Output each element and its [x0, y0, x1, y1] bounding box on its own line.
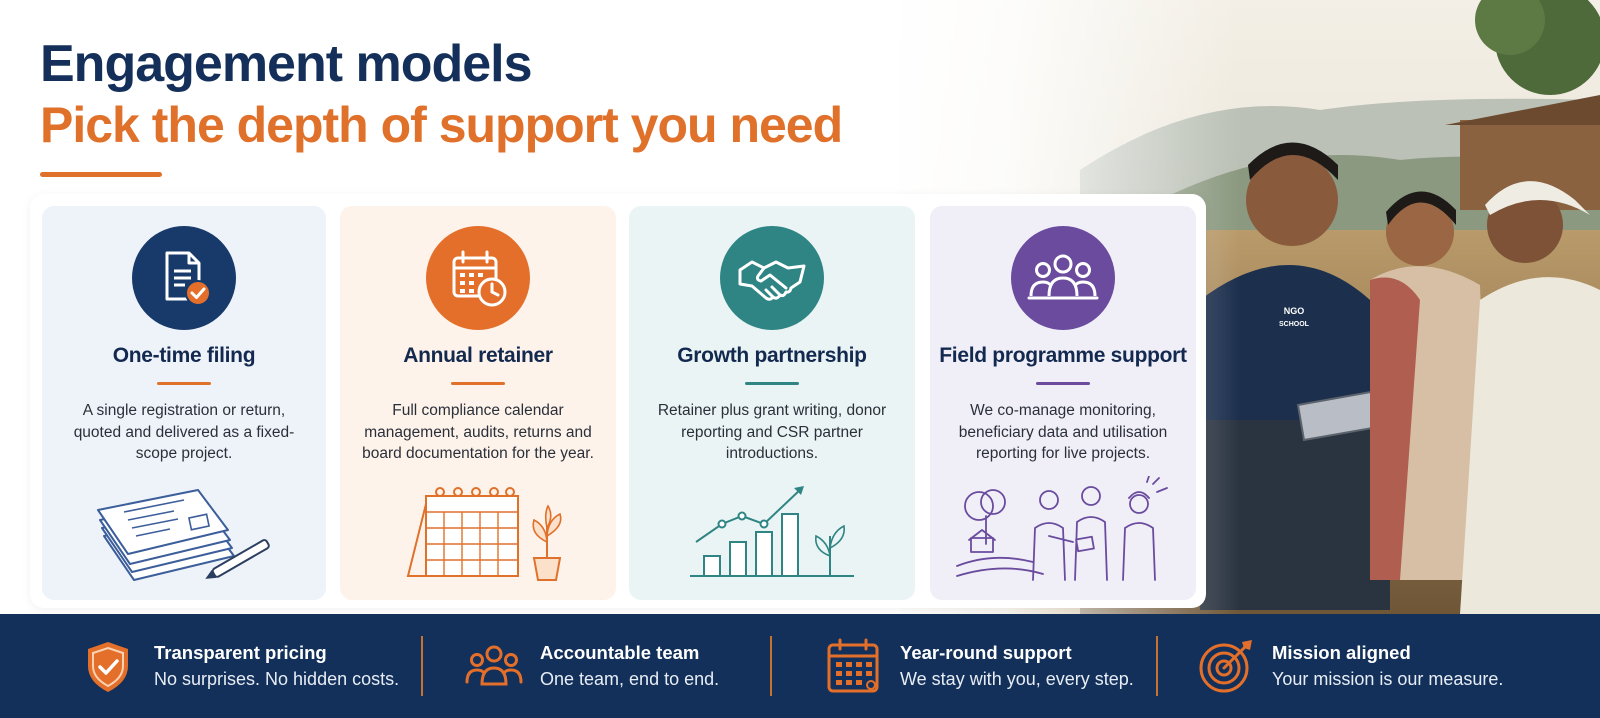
ngo-badge-line2: SCHOOL [1279, 321, 1310, 328]
card-description: A single registration or return, quoted … [73, 402, 295, 462]
feature-mission-aligned: Mission aligned Your mission is our meas… [1196, 614, 1503, 718]
card-one-time-filing[interactable]: One-time filing A single registration or… [42, 206, 326, 600]
card-title: Field programme support [939, 344, 1187, 367]
field-scene-illustration: NGO SCHOOL [900, 0, 1600, 614]
feature-transparent-pricing: Transparent pricing No surprises. No hid… [78, 614, 399, 718]
handshake-icon [720, 226, 824, 330]
document-check-icon [132, 226, 236, 330]
card-description: We co-manage monitoring, beneficiary dat… [958, 402, 1168, 462]
feature-title: Accountable team [540, 642, 700, 663]
card-description: Retainer plus grant writing, donor repor… [657, 402, 887, 462]
calendar-plant-illustration [406, 487, 562, 581]
card-field-programme-support[interactable]: Field programme support We co-manage mon… [930, 206, 1196, 600]
banner-divider [1156, 636, 1158, 696]
people-group-icon [1011, 226, 1115, 330]
card-description: Full compliance calendar management, aud… [362, 402, 594, 462]
field-team-illustration [956, 476, 1168, 581]
feature-text: One team, end to end. [540, 669, 720, 689]
feature-title: Year-round support [900, 642, 1072, 663]
card-divider [745, 382, 799, 385]
shield-check-icon [88, 642, 128, 692]
page-title: Engagement models [40, 35, 533, 93]
hero-photo: NGO SCHOOL [900, 0, 1600, 614]
feature-text: We stay with you, every step. [900, 669, 1134, 689]
feature-accountable-team: Accountable team One team, end to end. [464, 614, 719, 718]
ngo-badge [1276, 296, 1312, 318]
card-divider [1036, 382, 1090, 385]
title-underline [40, 172, 162, 177]
growth-chart-illustration [690, 486, 854, 577]
calendar-clock-icon [426, 226, 530, 330]
papers-pen-illustration [97, 489, 270, 581]
feature-text: No surprises. No hidden costs. [154, 669, 400, 689]
card-annual-retainer[interactable]: Annual retainer Full compliance calendar… [340, 206, 616, 600]
banner-divider [421, 636, 423, 696]
calendar-icon [827, 638, 879, 693]
banner-divider [770, 636, 772, 696]
card-title: Annual retainer [403, 344, 553, 367]
team-icon [465, 645, 523, 686]
value-banner: Transparent pricing No surprises. No hid… [0, 614, 1600, 718]
card-title: One-time filing [112, 344, 256, 367]
card-divider [157, 382, 211, 385]
feature-text: Your mission is our measure. [1272, 669, 1504, 689]
target-icon [1199, 640, 1252, 693]
ngo-badge-line1: NGO [1284, 306, 1305, 316]
card-growth-partnership[interactable]: Growth partnership Retainer plus grant w… [629, 206, 915, 600]
card-title: Growth partnership [677, 344, 867, 367]
feature-title: Mission aligned [1272, 642, 1411, 663]
card-divider [451, 382, 505, 385]
feature-title: Transparent pricing [154, 642, 327, 663]
feature-year-round-support: Year-round support We stay with you, eve… [824, 614, 1134, 718]
page-subtitle: Pick the depth of support you need [40, 97, 843, 153]
